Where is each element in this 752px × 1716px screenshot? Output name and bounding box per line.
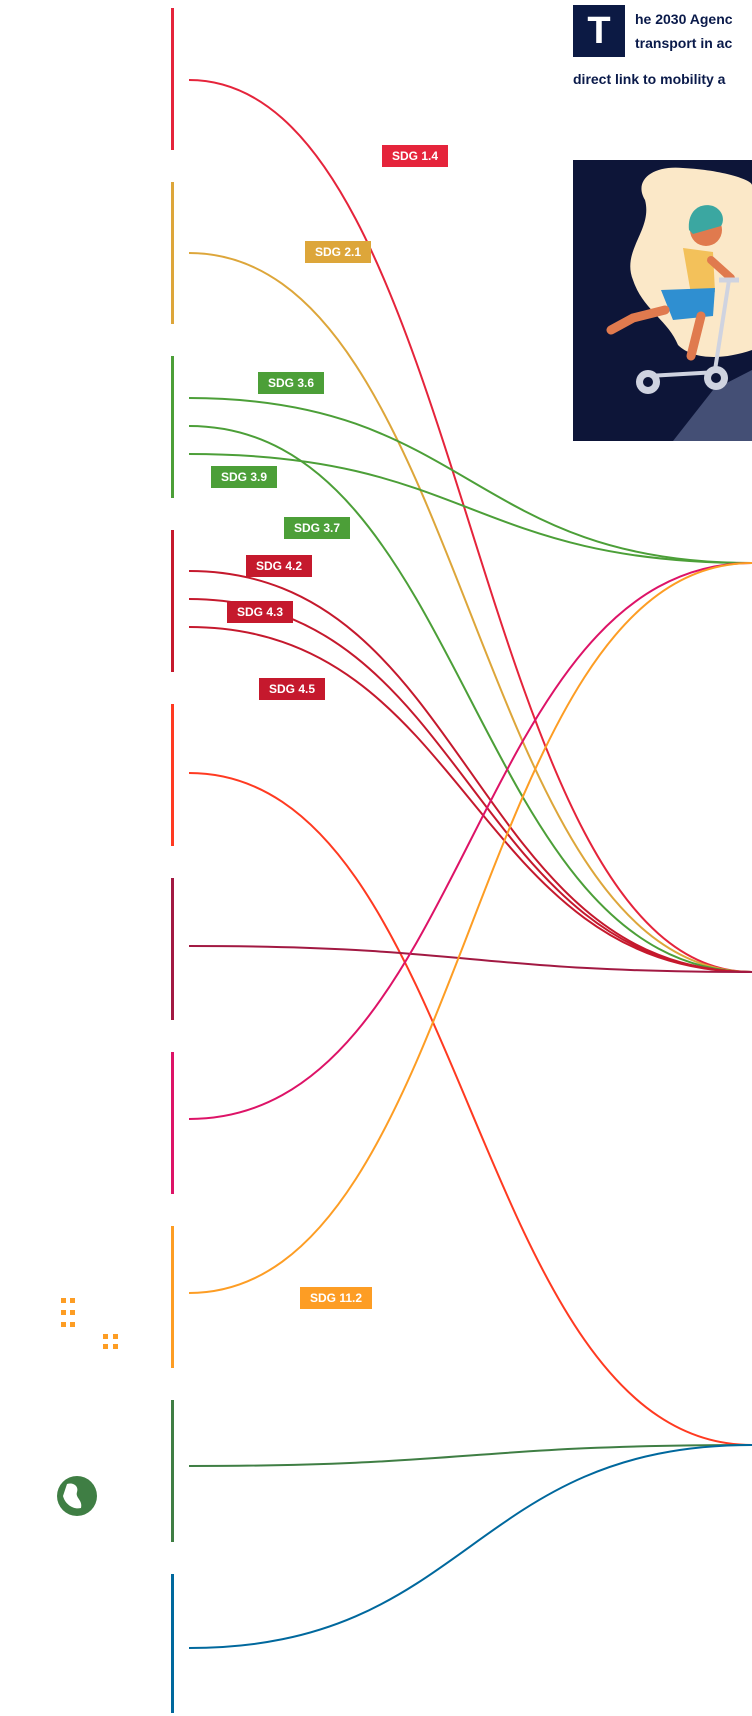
city-icon [29, 1292, 123, 1358]
family-icon [34, 72, 120, 132]
link-curve-16-13 [188, 1444, 752, 1649]
sdg-tile-11: 11 Sustainable Cities and Communities [6, 1226, 148, 1368]
goal-number: 11 [13, 1228, 50, 1269]
bowl-icon [35, 244, 119, 308]
target-label-sdg-3-7: SDG 3.7 [284, 517, 351, 539]
goal-bar-10 [171, 1052, 174, 1194]
goal-title: Climate Action [49, 1413, 125, 1423]
eye-globe-icon [27, 1472, 127, 1520]
link-curve-11-11 [188, 562, 752, 1294]
link-curve-3-3 [188, 425, 752, 973]
goal-number: 10 [13, 1054, 52, 1095]
drop-cap: T [573, 5, 625, 57]
goal-title: Good Health and Well-Being [37, 369, 125, 391]
target-label-sdg-11-2: SDG 11.2 [300, 1287, 373, 1309]
goal-number: 2 [13, 184, 34, 225]
goal-title: Sustainable Cities and Communities [49, 1239, 113, 1272]
link-curve-10-10 [188, 562, 752, 1120]
link-curve-2-1 [188, 252, 752, 973]
book-icon [37, 599, 124, 658]
target-label-sdg-1-4: SDG 1.4 [382, 145, 449, 167]
sdg-tile-13: 13 Climate Action [6, 1400, 148, 1542]
goal-bar-16 [171, 1574, 174, 1713]
gender-icon [52, 764, 105, 834]
intro-line-2: transport in ac [635, 35, 733, 51]
heartbeat-icon [29, 425, 122, 481]
target-label-sdg-4-5: SDG 4.5 [259, 678, 326, 700]
goal-title: Decent Work and Economic Growth [37, 891, 127, 924]
sdg-tile-10: 10 Reduced Inequalities [6, 1052, 148, 1194]
sdg-tile-8: 8 Decent Work and Economic Growth [6, 878, 148, 1020]
goal-title: No Poverty [37, 21, 97, 31]
goal-bar-3 [171, 356, 174, 498]
target-label-sdg-2-1: SDG 2.1 [305, 241, 372, 263]
link-curve-4-6 [188, 598, 752, 973]
intro-line-3: direct link to mobility a [573, 71, 726, 87]
goal-title: Reduced Inequalities [49, 1065, 113, 1087]
sdg-tile-5: 5 Gender Equality [6, 704, 148, 846]
goal-number: 16 [13, 1576, 52, 1617]
link-curve-3-4 [188, 453, 752, 564]
goal-bar-8 [171, 878, 174, 1020]
goal-bar-5 [171, 704, 174, 846]
sdg-tile-4: 4 Quality Education [6, 530, 148, 672]
goal-title: Peace, Justice and Strong Institutions [49, 1587, 124, 1620]
child-on-scooter-icon [573, 160, 752, 441]
goal-bar-2 [171, 182, 174, 324]
goal-bar-4 [171, 530, 174, 672]
target-label-sdg-3-6: SDG 3.6 [258, 372, 325, 394]
sdg-tile-1: 1 No Poverty [6, 8, 148, 150]
link-curve-1-0 [188, 79, 752, 973]
goal-bar-13 [171, 1400, 174, 1542]
goal-number: 4 [13, 532, 34, 573]
target-label-sdg-4-2: SDG 4.2 [246, 555, 313, 577]
link-curve-13-12 [188, 1444, 752, 1467]
link-curve-5-8 [188, 772, 752, 1446]
growth-chart-icon [39, 940, 119, 1008]
goal-number: 8 [13, 880, 34, 921]
goal-number: 1 [13, 10, 34, 51]
intro-text: T he 2030 Agenc transport in ac direct l… [573, 5, 752, 90]
link-curve-3-2 [188, 397, 752, 564]
goal-title: Gender Equality [37, 717, 124, 727]
sdg-tile-2: 2 Zero Hunger [6, 182, 148, 324]
equality-arrows-icon [41, 1112, 113, 1184]
intro-line-1: he 2030 Agenc [635, 11, 733, 27]
goal-bar-1 [171, 8, 174, 150]
sdg-tile-16: 16 Peace, Justice and Strong Institution… [6, 1574, 148, 1716]
dove-icon [33, 1650, 109, 1700]
target-label-sdg-3-9: SDG 3.9 [211, 466, 278, 488]
link-curve-4-5 [188, 570, 752, 973]
goal-title: Zero Hunger [37, 195, 104, 205]
goal-bar-11 [171, 1226, 174, 1368]
goal-number: 13 [13, 1402, 52, 1443]
sdg-tile-3: 3 Good Health and Well-Being [6, 356, 148, 498]
goal-title: Quality Education [37, 543, 90, 565]
link-curve-4-7 [188, 626, 752, 973]
goal-number: 5 [13, 706, 34, 747]
target-label-sdg-4-3: SDG 4.3 [227, 601, 294, 623]
goal-number: 3 [13, 358, 34, 399]
link-curve-8-9 [188, 945, 752, 973]
